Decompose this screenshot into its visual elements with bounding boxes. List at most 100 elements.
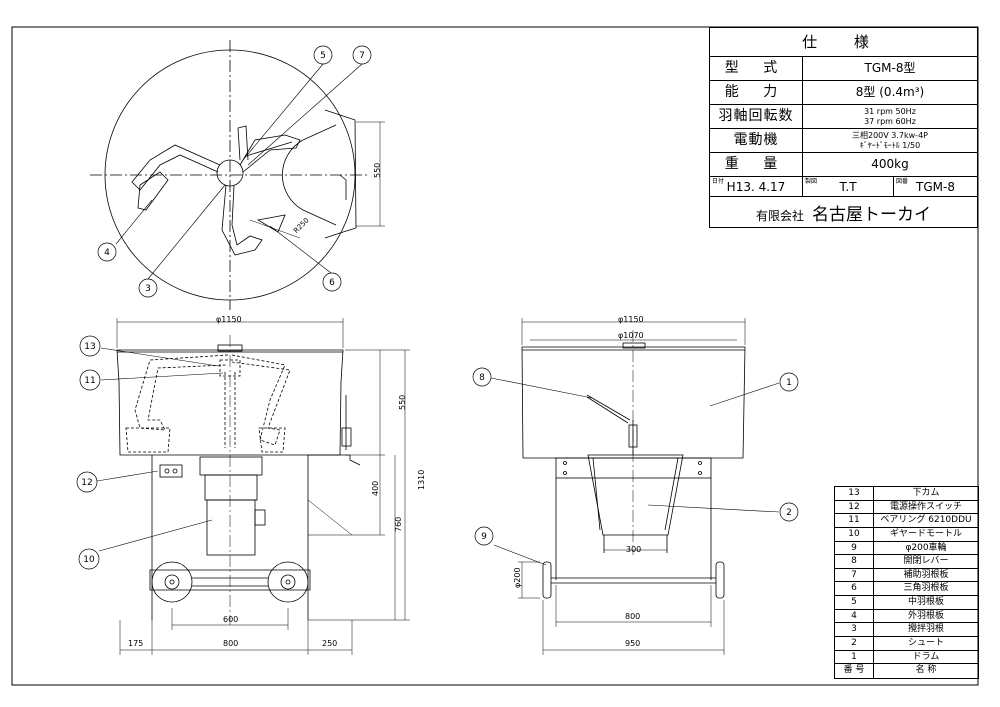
spec-row-motor: 電動機 三相200V 3.7kw-4P ｷﾞﾔｰﾄﾞﾓｰﾄﾙ 1/50 [710,129,977,153]
drawing-border [11,26,979,686]
balloon-5: 5 [320,51,326,61]
dim-front-250: 250 [322,639,337,648]
spec-table: 仕 様 型 式 TGM-8型 能 力 8型 (0.4m³) 羽軸回転数 31 r… [709,27,978,228]
parts-header-no: 番 号 [835,664,874,678]
parts-row: 4 外羽根板 [835,609,978,624]
part-number: 12 [835,500,874,514]
parts-header-row: 番 号名 称 [835,664,978,678]
side-view [518,318,746,655]
dim-top-height: 550 [373,163,382,178]
dim-front-dia: φ1150 [216,315,242,324]
spec-motor-line2: ｷﾞﾔｰﾄﾞﾓｰﾄﾙ 1/50 [859,141,921,150]
part-number: 13 [835,487,874,500]
spec-capacity-label: 能 力 [710,81,803,104]
balloon-13: 13 [84,342,95,352]
balloon-7: 7 [359,51,365,61]
part-number: 11 [835,514,874,527]
balloon-6: 6 [329,278,335,288]
part-name: ベアリング 6210DDU [880,515,972,526]
spec-row-type: 型 式 TGM-8型 [710,57,977,81]
part-number: 7 [835,568,874,582]
dim-front-600: 600 [223,615,238,624]
part-number: 5 [835,596,874,609]
spec-speed-value: 31 rpm 50Hz 37 rpm 60Hz [803,105,977,128]
dim-front-800: 800 [223,639,238,648]
part-name: ギヤードモートル [889,528,962,539]
spec-speed-line2: 37 rpm 60Hz [864,117,916,126]
spec-capacity-value: 8型 (0.4m³) [855,85,925,99]
dim-side-950: 950 [625,639,640,648]
top-view: R250 [90,40,385,310]
dim-front-400: 400 [371,481,380,496]
spec-meta-row: 日付 H13. 4.17 製図 T.T 図番 TGM-8 [710,177,977,197]
parts-row: 11 ベアリング 6210DDU [835,514,978,528]
spec-motor-value: 三相200V 3.7kw-4P ｷﾞﾔｰﾄﾞﾓｰﾄﾙ 1/50 [803,129,977,152]
dim-side-wheel: φ200 [513,567,522,588]
part-name: 電源操作スイッチ [889,501,962,512]
balloon-8: 8 [479,373,485,383]
spec-drawing-no-label: 図番 [896,178,909,185]
balloon-circles: 5 7 4 3 6 13 11 12 10 8 1 2 9 [76,45,799,570]
spec-weight-value: 400kg [871,157,909,171]
spec-motor-line1: 三相200V 3.7kw-4P [852,131,928,140]
part-name: ドラム [912,651,940,662]
spec-drafter-value: T.T [839,180,857,194]
spec-date-value: H13. 4.17 [726,180,786,194]
part-number: 10 [835,527,874,541]
spec-type-label: 型 式 [710,57,803,80]
dim-front-175: 175 [128,639,143,648]
dim-front-760: 760 [394,517,403,532]
dim-radius: R250 [292,216,311,235]
dim-front-550: 550 [398,395,407,410]
spec-weight-label: 重 量 [710,153,803,176]
parts-row: 1 ドラム [835,650,978,665]
balloon-1: 1 [786,378,792,388]
company-name: 名古屋トーカイ [812,205,931,225]
spec-motor-label: 電動機 [710,129,803,152]
dim-front-total: 1310 [417,470,426,490]
part-name: 攪拌羽根 [907,624,944,635]
part-name: 外羽根板 [907,610,944,621]
company-block: 有限会社名古屋トーカイ [710,197,977,233]
part-name: 中羽根板 [907,597,944,608]
spec-speed-label: 羽軸回転数 [710,105,803,128]
balloon-11: 11 [84,376,95,386]
parts-row: 5 中羽根板 [835,596,978,610]
part-name: 下カム [912,488,940,498]
part-number: 6 [835,582,874,596]
balloon-3: 3 [145,284,151,294]
spec-speed-line1: 31 rpm 50Hz [864,107,916,116]
spec-row-speed: 羽軸回転数 31 rpm 50Hz 37 rpm 60Hz [710,105,977,129]
balloon-9: 9 [481,532,487,542]
dim-side-800: 800 [625,612,640,621]
part-name: φ200車輪 [905,542,947,553]
part-number: 2 [835,637,874,650]
parts-row: 10 ギヤードモートル [835,527,978,542]
dim-side-dia-inner: φ1070 [618,331,644,340]
spec-drawing-no-value: TGM-8 [916,180,955,194]
part-name: 補助羽根板 [903,569,949,580]
front-view [116,318,410,655]
spec-type-value: TGM-8型 [864,61,916,75]
parts-row: 6 三角羽根板 [835,582,978,597]
balloons [96,63,780,566]
parts-list: 13 下カム 12 電源操作スイッチ 11 ベアリング 6210DDU 10 ギヤードモートル… [834,486,979,679]
spec-row-weight: 重 量 400kg [710,153,977,177]
part-name: 開閉レバー [903,556,949,567]
company-prefix: 有限会社 [755,209,804,223]
spec-date-cell: 日付 H13. 4.17 [710,177,803,196]
part-number: 4 [835,609,874,623]
parts-row: 7 補助羽根板 [835,568,978,583]
dim-side-dia-outer: φ1150 [618,315,644,324]
part-number: 1 [835,650,874,664]
spec-drafter-cell: 製図 T.T [803,177,894,196]
spec-row-capacity: 能 力 8型 (0.4m³) [710,81,977,105]
dim-side-chute: 300 [626,545,641,554]
part-name: 三角羽根板 [903,583,949,594]
balloon-10: 10 [83,555,95,565]
